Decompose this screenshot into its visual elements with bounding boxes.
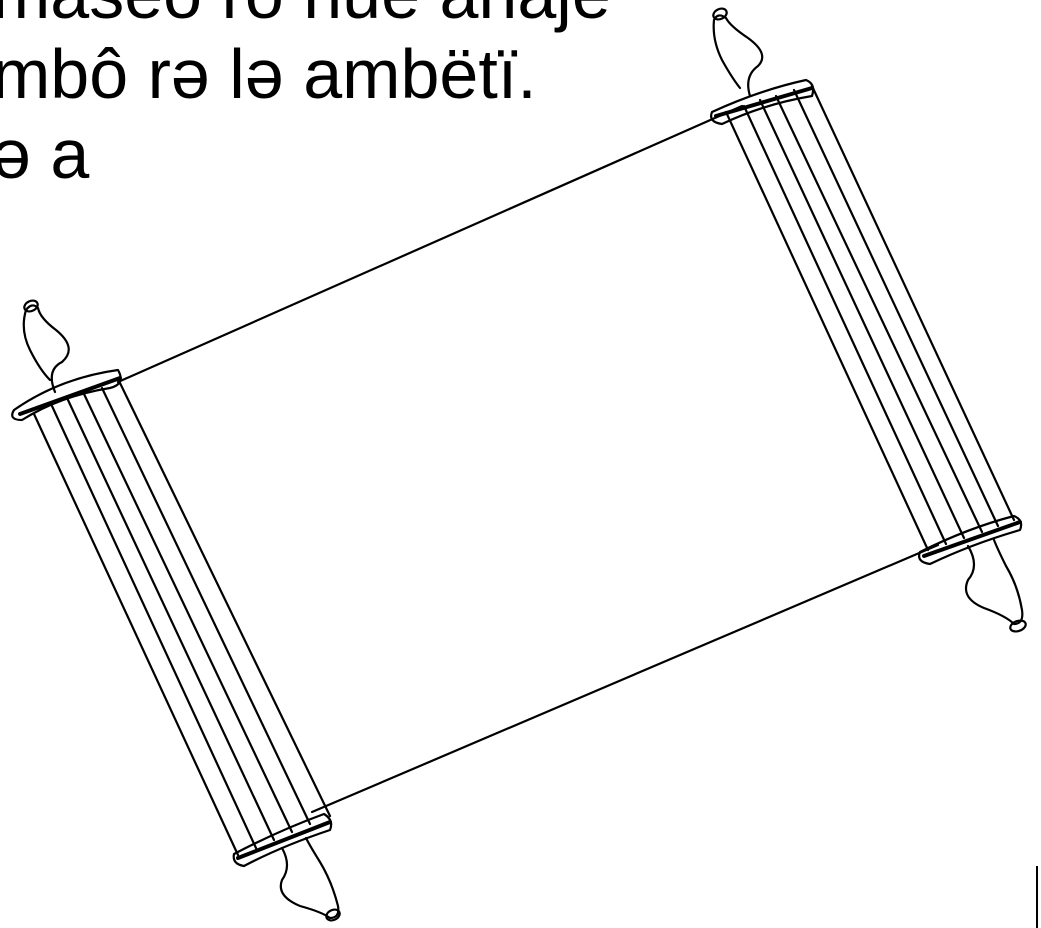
text-line-1: maseo ro nue anaje xyxy=(0,0,712,34)
right-roller xyxy=(710,7,1027,633)
left-roller xyxy=(11,299,341,922)
body-text: maseo ro nue anaje mbô rə lə ambëtï. ə a xyxy=(0,0,712,194)
parchment-sheet xyxy=(116,104,940,814)
text-line-2: mbô rə lə ambëtï. xyxy=(0,35,537,113)
page-edge-divider xyxy=(1036,866,1041,928)
text-line-3: ə a xyxy=(0,115,90,193)
